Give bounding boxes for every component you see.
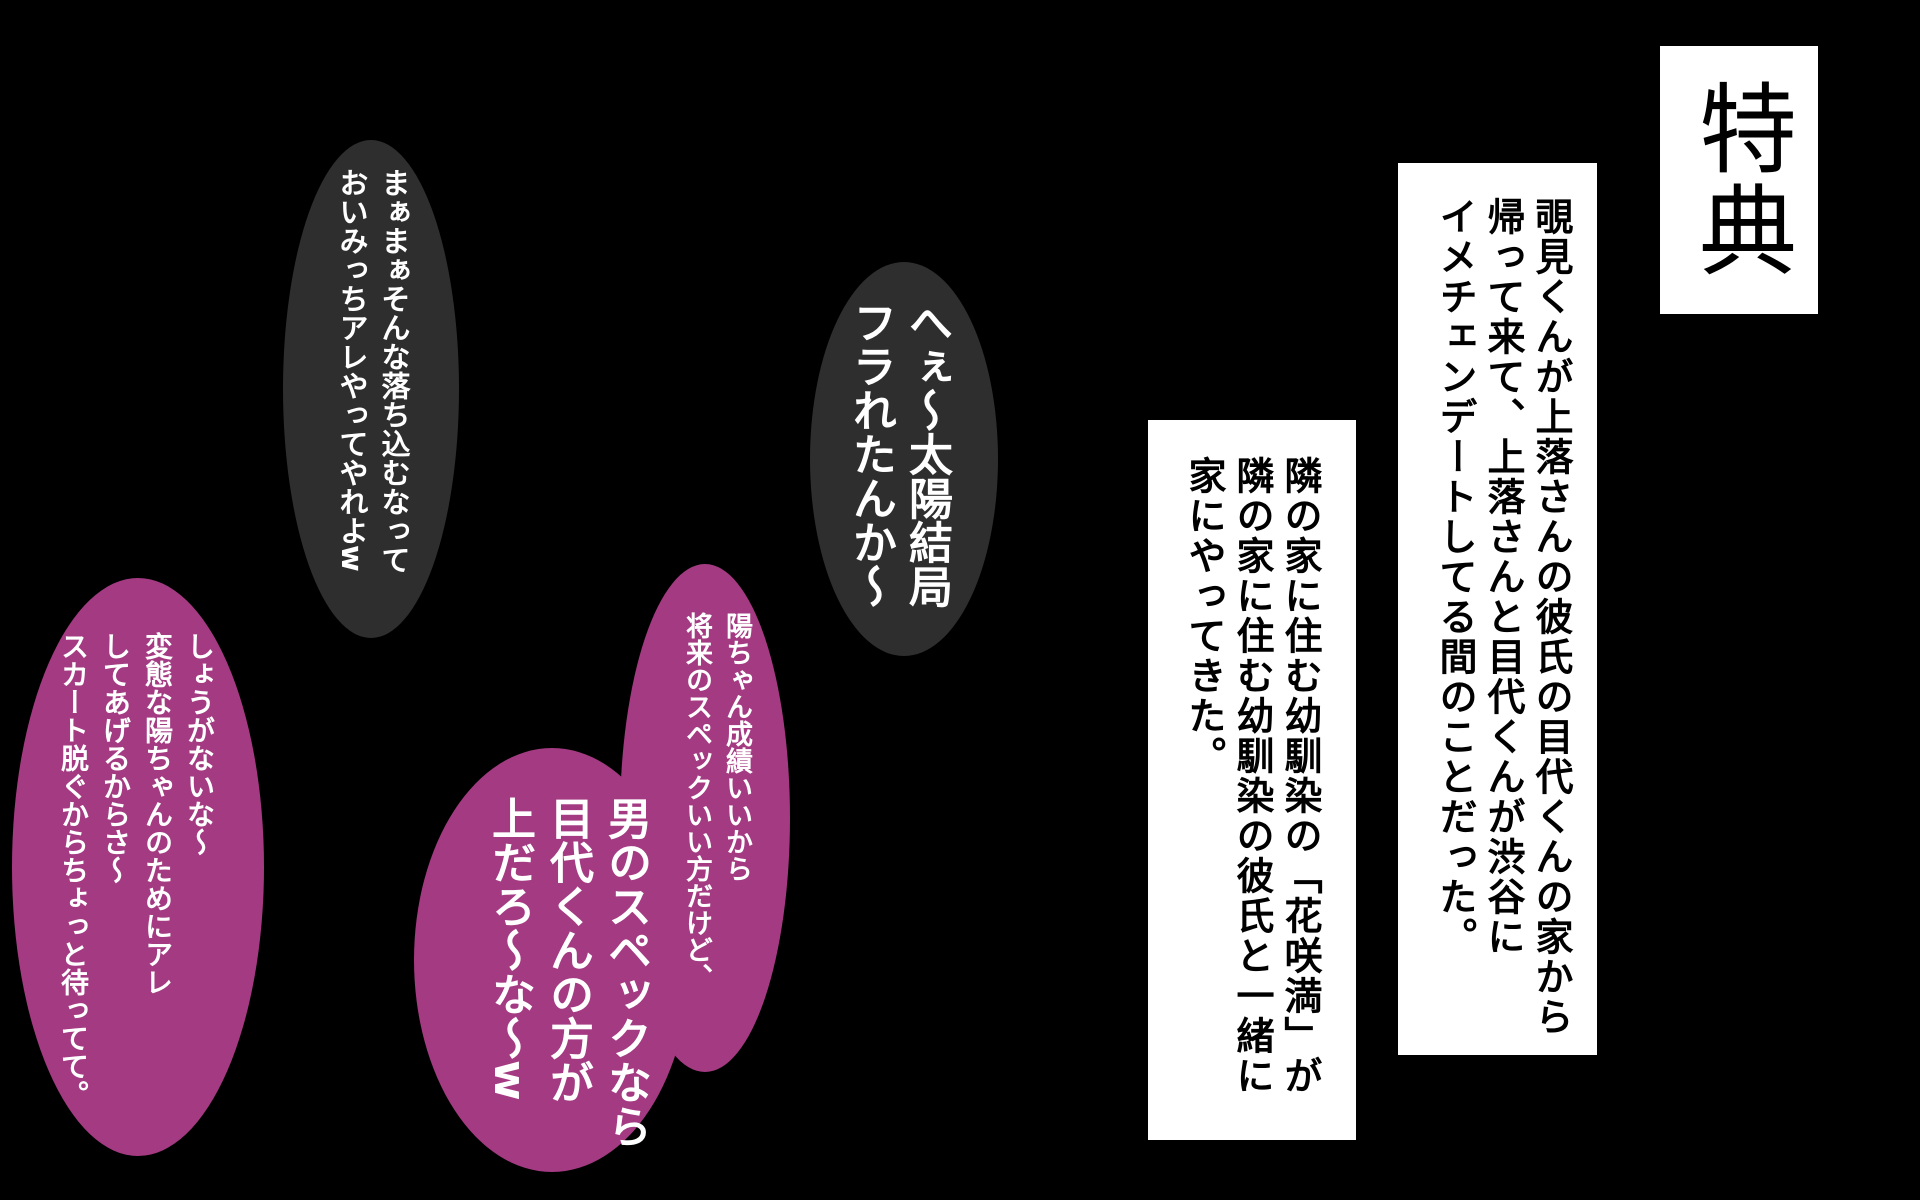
speech-bubble-4-text: 陽ちゃん成績いいから 将来のスペックいい方だけど、 — [681, 612, 752, 990]
narration-box-2: 隣の家に住む幼馴染の「花咲満」が 隣の家に住む幼馴染の彼氏と一緒に 家にやってき… — [1148, 420, 1356, 1140]
speech-bubble-5-text: 男のスペックなら 目代くんの方が 上だろ～な～w — [484, 796, 651, 1148]
speech-bubble-3-text: しょうがないな～ 変態な陽ちゃんのためにアレ してあげるからさ～ スカート脱ぐか… — [57, 632, 216, 1108]
speech-bubble-3: しょうがないな～ 変態な陽ちゃんのためにアレ してあげるからさ～ スカート脱ぐか… — [12, 578, 264, 1156]
title-box: 特典 — [1660, 46, 1818, 314]
narration-text-1: 覗見くんが上落さんの彼氏の目代くんの家から 帰って来て、上落さんと目代くんが渋谷… — [1433, 197, 1574, 1037]
speech-bubble-5: 男のスペックなら 目代くんの方が 上だろ～な～w — [414, 748, 690, 1172]
title-text: 特典 — [1682, 78, 1796, 282]
speech-bubble-2: へぇ～太陽結局 フラれたんか～ — [810, 262, 998, 656]
speech-bubble-2-text: へぇ～太陽結局 フラれたんか～ — [845, 300, 952, 608]
speech-bubble-1-text: まぁまぁそんな落ち込むなって おいみっちアレやってやれよw — [335, 168, 411, 574]
narration-box-1: 覗見くんが上落さんの彼氏の目代くんの家から 帰って来て、上落さんと目代くんが渋谷… — [1398, 163, 1597, 1055]
speech-bubble-1: まぁまぁそんな落ち込むなって おいみっちアレやってやれよw — [283, 140, 459, 638]
narration-text-2: 隣の家に住む幼馴染の「花咲満」が 隣の家に住む幼馴染の彼氏と一緒に 家にやってき… — [1182, 456, 1323, 1096]
